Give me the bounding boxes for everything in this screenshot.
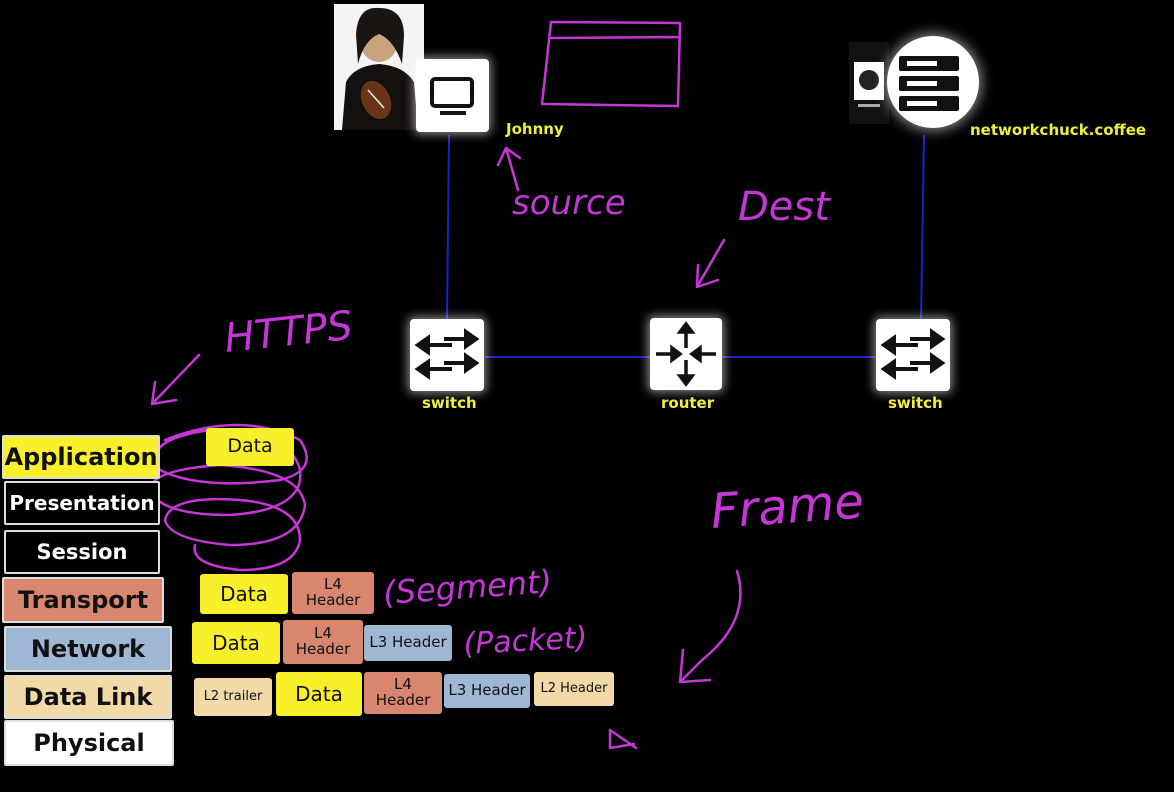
- osi-layer-application-label: Application: [4, 443, 158, 471]
- osi-layer-transport-label: Transport: [17, 586, 149, 614]
- coffee-bag-image: [846, 40, 892, 126]
- server-rack-icon: [899, 56, 959, 111]
- link-client-to-switch: [446, 134, 450, 321]
- osi-layer-presentation-label: Presentation: [9, 491, 155, 515]
- osi-layer-datalink: Data Link: [4, 675, 172, 719]
- switch-left-node[interactable]: [410, 319, 484, 391]
- switch-left-label: switch: [422, 394, 477, 412]
- osi-layer-physical-label: Physical: [33, 729, 145, 757]
- pdu-network-l3-label: L3 Header: [369, 633, 447, 652]
- osi-layer-session-label: Session: [36, 540, 128, 564]
- pdu-datalink-l4-line2: Header: [375, 691, 431, 709]
- pdu-transport-data: Data: [200, 574, 288, 614]
- pdu-transport-l4-line1: L4: [324, 575, 342, 594]
- osi-layer-transport: Transport: [2, 577, 164, 623]
- osi-layer-presentation: Presentation: [4, 481, 160, 525]
- pdu-datalink-l2-trailer-label: L2 trailer: [203, 689, 263, 705]
- monitor-icon: [430, 77, 474, 115]
- server-node[interactable]: [887, 36, 979, 128]
- pdu-datalink-data-label: Data: [295, 681, 343, 706]
- osi-layer-session: Session: [4, 530, 160, 574]
- switch-right-label: switch: [888, 394, 943, 412]
- pdu-network-l4-header: L4 Header: [283, 620, 363, 664]
- switch-arrows-icon: [880, 328, 946, 380]
- osi-layer-network-label: Network: [30, 635, 146, 663]
- pdu-datalink-l2-header: L2 Header: [534, 672, 614, 706]
- switch-right-node[interactable]: [876, 319, 950, 391]
- pdu-network-data-label: Data: [212, 630, 260, 655]
- switch-arrows-icon: [414, 328, 480, 380]
- pdu-application-data: Data: [206, 428, 294, 466]
- pdu-datalink-l4-line1: L4: [394, 675, 412, 694]
- osi-layer-datalink-label: Data Link: [23, 683, 153, 711]
- router-arrows-icon: [656, 321, 716, 387]
- osi-layer-physical: Physical: [4, 720, 174, 766]
- pdu-application-data-label: Data: [227, 435, 273, 458]
- pdu-datalink-l4-header: L4 Header: [364, 672, 442, 714]
- pdu-datalink-l3-label: L3 Header: [448, 681, 526, 700]
- person-photo: [334, 4, 424, 130]
- pdu-transport-l4-header: L4 Header: [292, 572, 374, 614]
- link-server-to-switch: [920, 134, 925, 321]
- osi-layer-application: Application: [2, 435, 160, 479]
- person-silhouette-icon: [334, 4, 424, 130]
- server-label: networkchuck.coffee: [970, 121, 1147, 139]
- pdu-transport-l4-line2: Header: [305, 591, 361, 609]
- pdu-transport-data-label: Data: [220, 581, 268, 606]
- router-node[interactable]: [650, 318, 722, 390]
- pdu-datalink-l2-trailer: L2 trailer: [194, 678, 272, 716]
- router-label: router: [661, 394, 715, 412]
- client-label: Johnny: [506, 120, 564, 138]
- pdu-network-l4-line1: L4: [314, 624, 332, 643]
- pdu-network-l4-line2: Header: [295, 640, 351, 658]
- pdu-datalink-data: Data: [276, 672, 362, 716]
- pdu-datalink-l3-header: L3 Header: [444, 674, 530, 708]
- client-computer-node[interactable]: [416, 59, 489, 132]
- pdu-network-data: Data: [192, 622, 280, 664]
- coffee-bag-icon: [849, 42, 889, 124]
- osi-layer-network: Network: [4, 626, 172, 672]
- pdu-datalink-l2-label: L2 Header: [540, 681, 608, 697]
- pdu-network-l3-header: L3 Header: [364, 625, 452, 661]
